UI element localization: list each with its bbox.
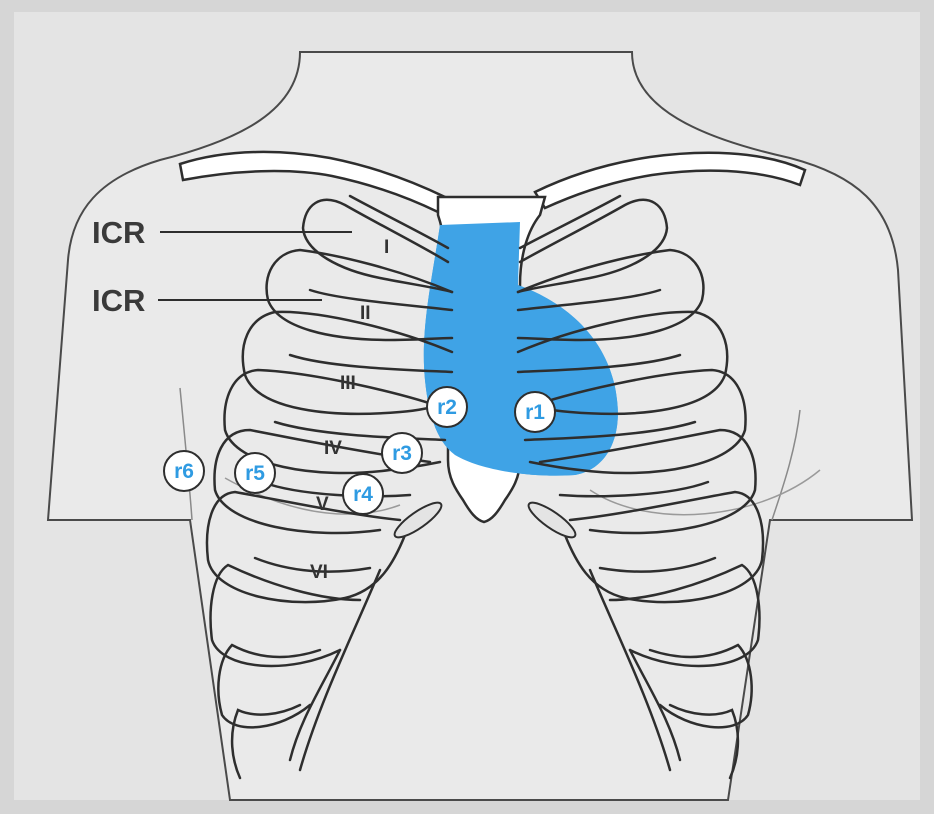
electrode-r4: r4 (343, 474, 383, 514)
rib-numeral-4: IV (324, 438, 342, 459)
electrode-r5: r5 (235, 453, 275, 493)
rib-numeral-1: I (384, 237, 389, 258)
electrode-r1: r1 (515, 392, 555, 432)
electrode-r6: r6 (164, 451, 204, 491)
electrode-r1-label: r1 (525, 401, 545, 424)
electrode-r2-label: r2 (437, 396, 457, 419)
electrode-r2: r2 (427, 387, 467, 427)
electrode-r5-label: r5 (245, 462, 265, 485)
rib-numeral-3: III (340, 373, 356, 394)
rib-numeral-6: VI (310, 562, 328, 583)
electrode-r3-label: r3 (392, 442, 412, 465)
rib-numeral-2: II (360, 303, 371, 324)
electrode-r4-label: r4 (353, 483, 373, 506)
electrode-r6-label: r6 (174, 460, 194, 483)
icr-label-1: ICR (92, 215, 145, 250)
electrode-r3: r3 (382, 433, 422, 473)
rib-numeral-5: V (316, 494, 329, 515)
icr-label-2: ICR (92, 283, 145, 318)
